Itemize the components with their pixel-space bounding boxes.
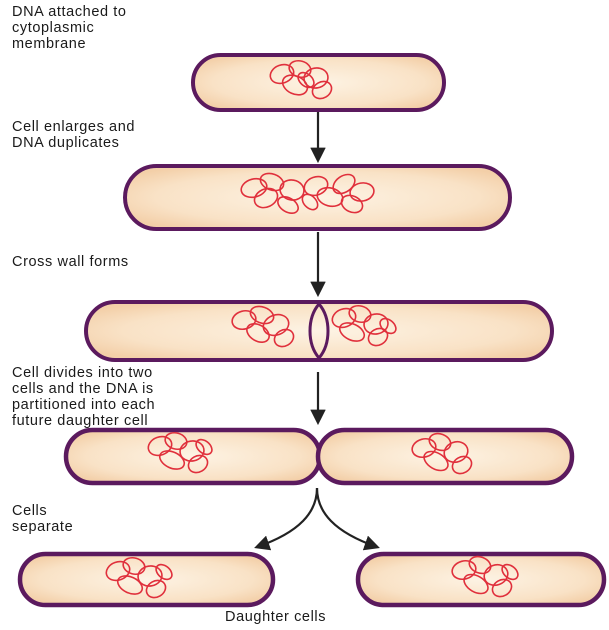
stage-1-cell — [193, 55, 444, 110]
stage-2-cell — [125, 166, 510, 229]
cell-left — [66, 430, 320, 483]
stage-4-cells — [66, 430, 572, 483]
stage-3-cell — [86, 302, 552, 360]
daughter-cell-right — [358, 554, 604, 605]
split-arrow-right-icon — [317, 488, 377, 547]
daughter-cells — [20, 554, 604, 605]
split-arrow-left-icon — [257, 488, 317, 547]
daughter-cell-left — [20, 554, 273, 605]
cell — [86, 302, 552, 360]
